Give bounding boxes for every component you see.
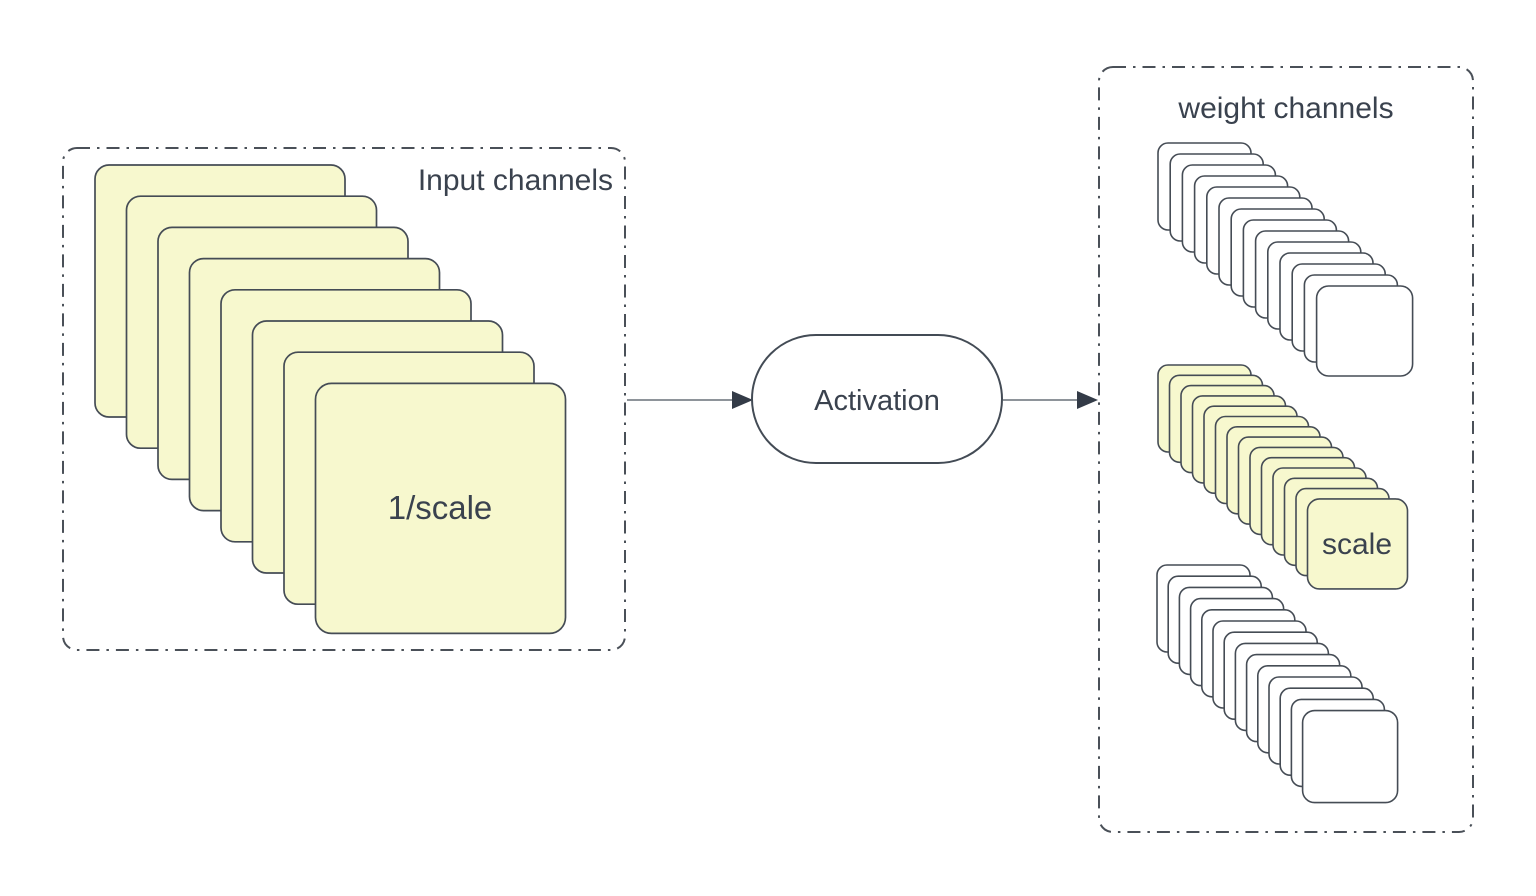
weight-stack-bottom: [1156, 564, 1399, 804]
input-channels-stack-front-square: [314, 382, 567, 635]
weight-channels-title: weight channels: [1177, 92, 1393, 125]
weight-channels-box: [1098, 66, 1474, 833]
scale-label: scale: [1322, 528, 1392, 561]
weight-stack-middle: [1157, 364, 1409, 590]
input-channels-box: [62, 147, 626, 651]
input-channels-stack: [94, 164, 567, 635]
weight-stack-top: [1157, 142, 1414, 377]
arrow-input-to-activation: [627, 391, 753, 409]
activation-label: Activation: [814, 385, 940, 417]
inverse-scale-label: 1/scale: [388, 489, 493, 526]
activation-node: [751, 334, 1003, 464]
input-channels-title: Input channels: [418, 164, 613, 197]
weight-stack-top-front-square: [1315, 285, 1414, 377]
weight-stack-bottom-front-square: [1301, 709, 1399, 804]
arrow-head-icon: [732, 391, 753, 409]
arrow-head-icon: [1077, 391, 1098, 409]
arrow-activation-to-weights: [1003, 391, 1098, 409]
weight-stack-middle-front-square: [1306, 498, 1409, 590]
